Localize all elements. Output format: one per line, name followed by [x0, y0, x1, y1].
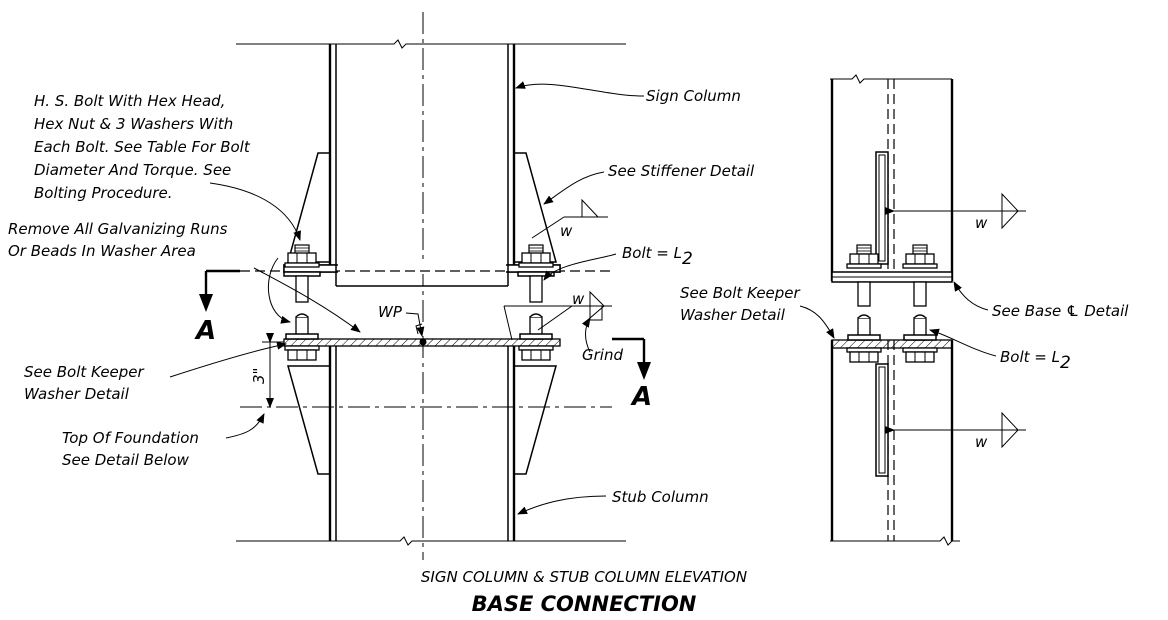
- svg-text:w: w: [572, 290, 585, 308]
- svg-text:w: w: [975, 433, 988, 451]
- upper-weld-symbol: w: [531, 198, 608, 240]
- section-cut-a-right: A: [612, 337, 652, 412]
- break-line-bottom: [236, 536, 626, 546]
- top-foundation-line-1: Top Of Foundation: [62, 429, 199, 447]
- lower-right-stiffener: [514, 365, 557, 475]
- top-foundation-line-2: See Detail Below: [62, 451, 190, 469]
- break-line-top: [236, 39, 626, 49]
- hs-bolt-note-line-1: H. S. Bolt With Hex Head,: [34, 92, 225, 110]
- bolt-l2-right-label: Bolt = L2: [1000, 348, 1071, 373]
- right-lower-weld-symbol: w: [885, 411, 1026, 451]
- hs-bolt-note-line-2: Hex Nut & 3 Washers With: [34, 115, 233, 133]
- bolt-keeper-left-line-1: See Bolt Keeper: [24, 363, 145, 381]
- lower-weld-symbol: w: [504, 290, 612, 331]
- connection-title: BASE CONNECTION: [472, 592, 697, 616]
- stub-column-label: Stub Column: [612, 488, 709, 506]
- bolt-keeper-right-line-1: See Bolt Keeper: [680, 284, 801, 302]
- stub-column-walls: [328, 346, 516, 541]
- elevation-caption: SIGN COLUMN & STUB COLUMN ELEVATION: [421, 568, 747, 586]
- grind-label: Grind: [582, 346, 623, 364]
- section-a-label-left: A: [194, 316, 216, 346]
- remove-galv-line-1: Remove All Galvanizing Runs: [8, 220, 228, 238]
- right-elevation: w w: [799, 74, 1026, 546]
- section-a-label-right: A: [630, 382, 652, 412]
- sign-column-walls: [328, 44, 516, 271]
- dim-3-inch-text: 3": [250, 368, 268, 384]
- bolt-keeper-left-line-2: Washer Detail: [24, 385, 130, 403]
- hs-bolt-note-line-4: Diameter And Torque. See: [34, 161, 231, 179]
- bolt-l2-left-label: Bolt = L2: [622, 244, 693, 269]
- base-plate-label: See Base ℄ Detail: [992, 302, 1129, 320]
- remove-galv-line-2: Or Beads In Washer Area: [8, 242, 196, 260]
- svg-text:w: w: [560, 222, 573, 240]
- notes-text: H. S. Bolt With Hex Head, Hex Nut & 3 Wa…: [8, 87, 1129, 616]
- right-upper-stiffener: [875, 151, 889, 265]
- svg-text:w: w: [975, 214, 988, 232]
- hs-bolt-note-line-3: Each Bolt. See Table For Bolt: [34, 138, 251, 156]
- bolt-keeper-right-line-2: Washer Detail: [680, 306, 786, 324]
- work-point-dot: [419, 338, 427, 346]
- left-elevation: 3" w w A: [169, 12, 652, 560]
- sign-column-label: Sign Column: [646, 87, 741, 105]
- wp-label: WP: [378, 303, 403, 321]
- section-cut-a-left: A: [194, 269, 240, 346]
- right-lower-stiffener: [875, 363, 889, 477]
- lower-left-stiffener: [287, 365, 330, 475]
- hs-bolt-note-line-5: Bolting Procedure.: [34, 184, 173, 202]
- leaders-left: [169, 81, 645, 515]
- right-upper-weld-symbol: w: [885, 192, 1026, 232]
- stiffener-label: See Stiffener Detail: [608, 162, 755, 180]
